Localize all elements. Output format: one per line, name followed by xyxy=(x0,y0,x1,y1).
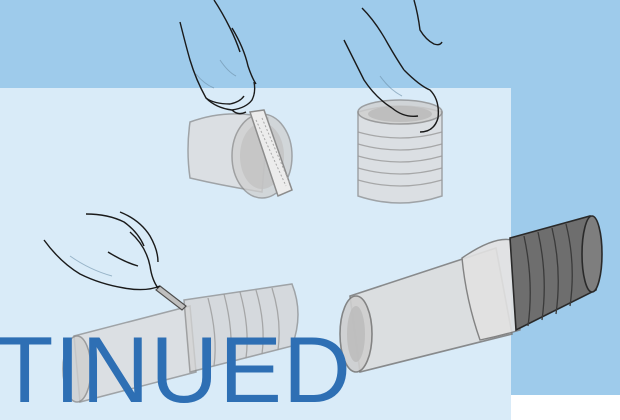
hand-icon xyxy=(180,0,256,114)
pencil-icon xyxy=(156,286,186,310)
step-press-coupling-illustration xyxy=(344,0,442,203)
hand-icon xyxy=(44,212,160,290)
coupling-icon xyxy=(358,100,442,203)
step-file-pipe-illustration xyxy=(180,0,292,198)
continued-banner-text: TINUED xyxy=(0,320,616,420)
